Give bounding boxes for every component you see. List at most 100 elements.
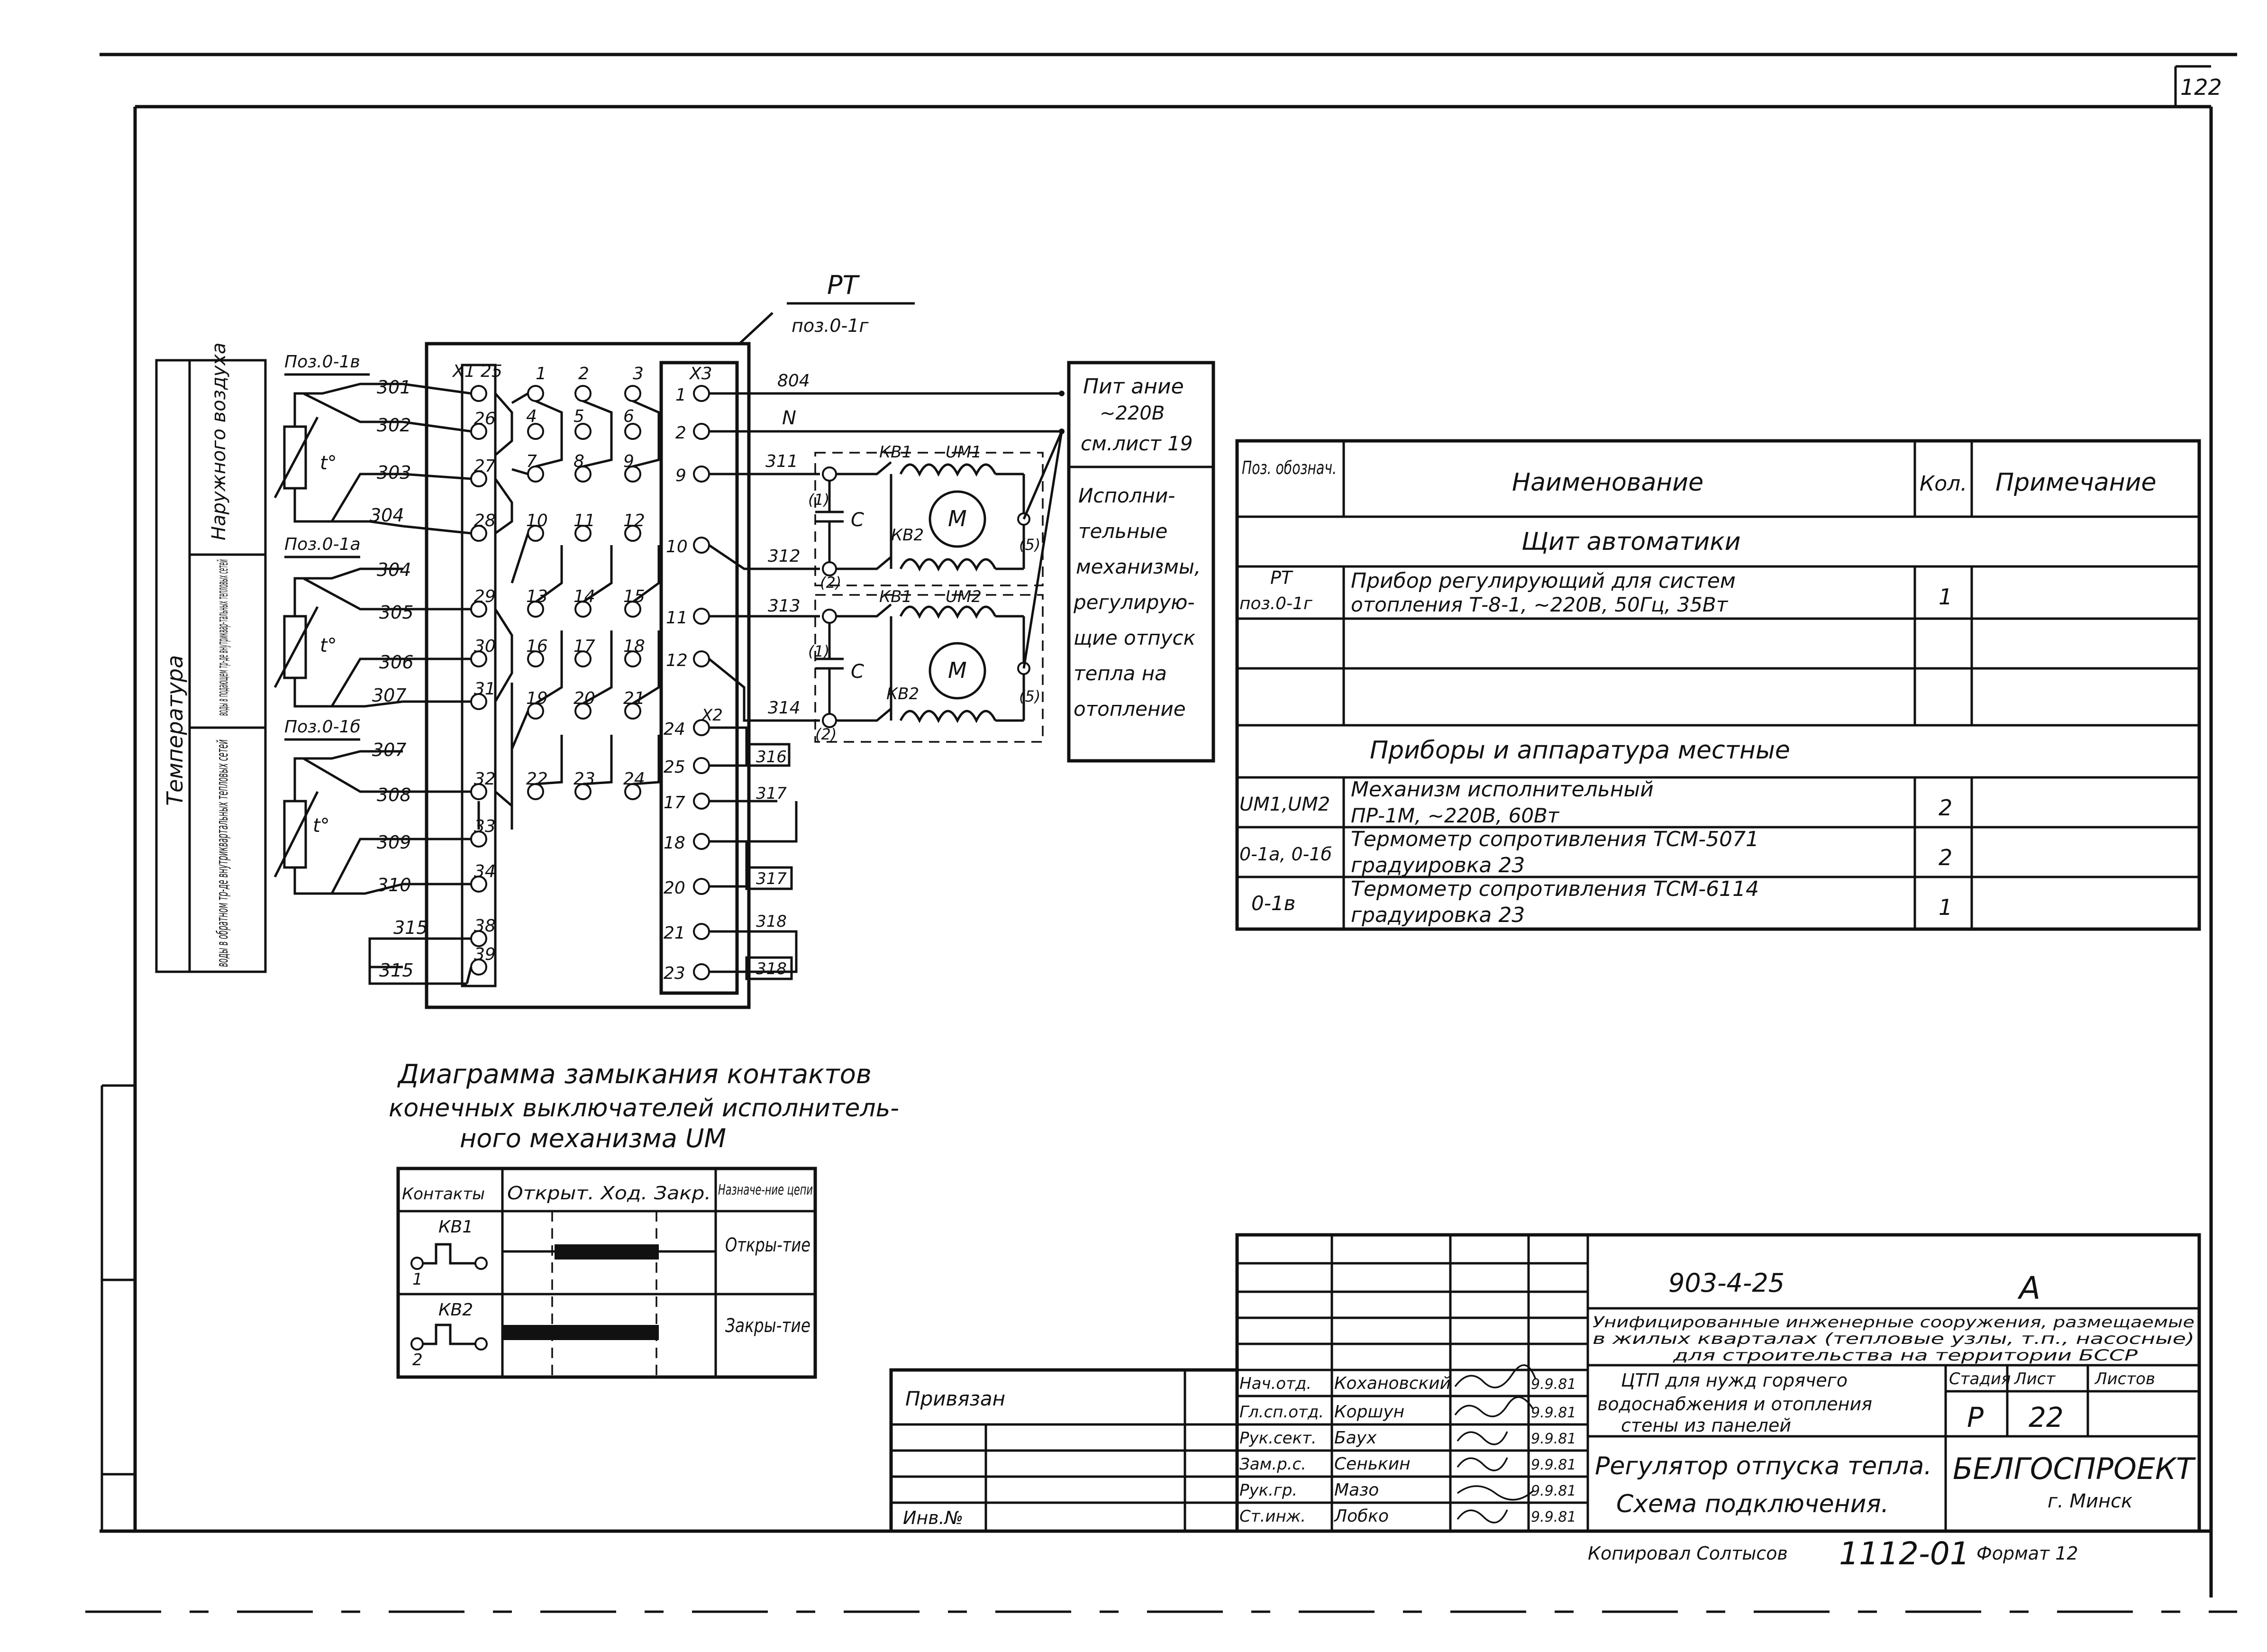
svg-text:9: 9 xyxy=(675,466,686,485)
svg-text:Коршун: Коршун xyxy=(1334,1402,1404,1422)
svg-text:306: 306 xyxy=(379,652,414,673)
svg-text:Кохановский: Кохановский xyxy=(1334,1374,1451,1393)
kv1-label: КВ1 xyxy=(879,443,912,462)
svg-text:32: 32 xyxy=(474,769,496,789)
svg-text:23: 23 xyxy=(574,769,595,789)
organization: БЕЛГОСПРОЕКТ xyxy=(1953,1451,2196,1486)
svg-text:34: 34 xyxy=(474,862,496,881)
sensor-outdoor: Поз.0-1в t° xyxy=(273,352,403,528)
drawing-code: 903-4-25 xyxy=(1668,1268,1784,1298)
svg-text:9.9.81: 9.9.81 xyxy=(1531,1405,1576,1421)
spec-row4-pos: 0-1в xyxy=(1251,892,1295,915)
spec-section-automation: Щит автоматики xyxy=(1521,528,1741,556)
svg-text:9.9.81: 9.9.81 xyxy=(1531,1483,1576,1499)
spec-row3-qty: 2 xyxy=(1939,845,1952,870)
motor-label: М xyxy=(948,657,967,683)
spec-row2-pos: UM1,UM2 xyxy=(1239,794,1330,815)
svg-text:308: 308 xyxy=(377,785,411,805)
svg-text:22: 22 xyxy=(526,769,548,789)
svg-text:9.9.81: 9.9.81 xyxy=(1531,1509,1576,1525)
svg-text:1: 1 xyxy=(675,385,686,405)
spec-row1-name2: отопления Т-8-1, ~220В, 50Гц, 35Вт xyxy=(1351,593,1729,616)
svg-text:18: 18 xyxy=(623,637,645,656)
um2-label: UM2 xyxy=(946,587,982,606)
actuators-label: Исполни- тельные механизмы, регулирую- щ… xyxy=(1073,484,1201,721)
svg-text:9.9.81: 9.9.81 xyxy=(1531,1457,1576,1473)
svg-text:17: 17 xyxy=(664,793,685,812)
svg-text:7: 7 xyxy=(526,452,537,471)
svg-text:318: 318 xyxy=(756,959,787,978)
svg-text:16: 16 xyxy=(526,637,548,656)
svg-text:25: 25 xyxy=(664,758,685,777)
stage-value: Р xyxy=(1967,1401,1984,1433)
sensor-label-column xyxy=(155,359,267,973)
desc-line-1: Унифицированные инженерные сооружения, р… xyxy=(1593,1313,2194,1331)
svg-text:23: 23 xyxy=(664,964,685,983)
sheet-value: 22 xyxy=(2029,1401,2064,1433)
svg-text:316: 316 xyxy=(756,748,787,767)
spec-header-note: Примечание xyxy=(1995,468,2157,497)
drawing-title-2: Схема подключения. xyxy=(1616,1490,1889,1518)
svg-text:312: 312 xyxy=(768,547,801,566)
spec-row2-qty: 2 xyxy=(1939,795,1952,821)
svg-text:4: 4 xyxy=(526,407,537,426)
svg-text:304: 304 xyxy=(377,559,411,580)
svg-text:302: 302 xyxy=(377,415,411,436)
diagram-row2-purpose: Закры-тие xyxy=(725,1315,810,1337)
svg-text:N: N xyxy=(782,407,796,429)
device-pt: РТ поз.0-1г xyxy=(425,270,915,1009)
svg-text:301: 301 xyxy=(377,377,411,398)
svg-text:10: 10 xyxy=(526,511,548,530)
project-line-1: ЦТП для нужд горячего xyxy=(1621,1370,1848,1391)
svg-text:20: 20 xyxy=(574,689,595,708)
point-mark: (2) xyxy=(815,725,837,743)
device-designation: РТ xyxy=(827,270,860,300)
svg-text:12: 12 xyxy=(623,511,645,530)
sensor-label-supply: воды в подающем тр-де внутриквар-тальных… xyxy=(215,559,231,716)
x1-terminal-labels: 26 27 28 29 30 31 32 33 34 38 39 xyxy=(474,409,496,964)
svg-text:39: 39 xyxy=(474,945,496,964)
relay-contacts xyxy=(494,385,660,830)
svg-text:Гл.сп.отд.: Гл.сп.отд. xyxy=(1239,1403,1324,1422)
svg-text:Рук.сект.: Рук.сект. xyxy=(1239,1429,1317,1448)
col-header-3: 3 xyxy=(633,364,644,383)
diagram-kv1: КВ1 xyxy=(438,1217,473,1237)
svg-text:315: 315 xyxy=(379,960,414,981)
device-position: поз.0-1г xyxy=(792,315,869,336)
svg-text:314: 314 xyxy=(768,698,801,718)
power-ref: см.лист 19 xyxy=(1081,432,1193,455)
spec-table xyxy=(1235,439,2201,931)
svg-text:регулирую-: регулирую- xyxy=(1073,591,1195,614)
svg-text:33: 33 xyxy=(474,817,496,836)
drawing-title-1: Регулятор отпуска тепла. xyxy=(1595,1452,1932,1480)
diagram-row1-purpose: Откры-тие xyxy=(725,1234,810,1256)
svg-text:механизмы,: механизмы, xyxy=(1076,555,1201,578)
jumper-315 xyxy=(368,937,467,985)
right-wire-labels: 804 N 311 312 313 314 316 317 317 318 31… xyxy=(756,371,810,978)
sheet-format: Формат 12 xyxy=(1976,1543,2078,1564)
sensor-label-return: воды в обратном тр-де внутриквартальных … xyxy=(213,739,231,967)
svg-text:Лобко: Лобко xyxy=(1333,1506,1389,1526)
spec-header-qty: Кол. xyxy=(1920,472,1967,496)
sensor-pos-label: Поз.0-1б xyxy=(284,717,361,737)
desc-line-3: для строительства на территории БССР xyxy=(1673,1346,2138,1364)
svg-text:Рук.гр.: Рук.гр. xyxy=(1239,1481,1297,1500)
svg-text:11: 11 xyxy=(574,511,595,530)
x2-terminals xyxy=(693,719,710,980)
spec-row2-name2: ПР-1М, ~220В, 60Вт xyxy=(1351,804,1560,827)
kv2-label: КВ2 xyxy=(886,685,919,703)
svg-text:305: 305 xyxy=(379,602,414,623)
svg-text:8: 8 xyxy=(574,452,584,471)
svg-text:318: 318 xyxy=(756,912,787,931)
col-header-1: 1 xyxy=(536,364,546,383)
svg-text:311: 311 xyxy=(765,452,798,471)
motor-label: М xyxy=(948,506,967,531)
desc-line-2: в жилых кварталах (тепловые узлы, т.п., … xyxy=(1593,1330,2194,1348)
temperature-group-label: Температура xyxy=(162,655,188,806)
svg-text:317: 317 xyxy=(756,784,787,803)
svg-text:19: 19 xyxy=(526,689,548,708)
svg-text:317: 317 xyxy=(756,869,787,888)
spec-header-pos: Поз. обознач. xyxy=(1242,457,1337,478)
spec-header-name: Наименование xyxy=(1512,468,1703,497)
